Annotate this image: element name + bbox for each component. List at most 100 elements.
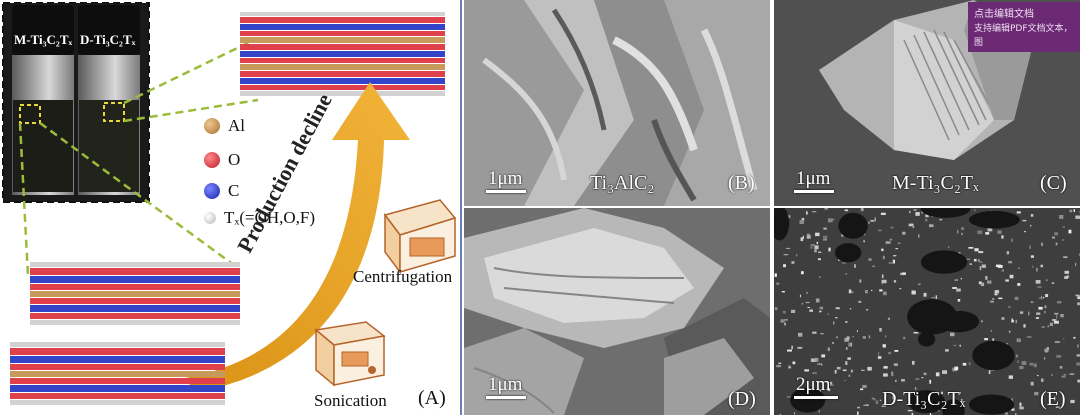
sem-speckle xyxy=(788,365,790,366)
sem-speckle xyxy=(878,356,882,359)
sem-speckle xyxy=(1028,312,1030,316)
sem-speckle xyxy=(784,323,786,326)
sem-speckle xyxy=(812,332,816,334)
sem-speckle xyxy=(995,290,1000,293)
sem-speckle xyxy=(845,321,847,323)
sem-speckle xyxy=(974,248,978,251)
sem-speckle xyxy=(846,273,848,274)
sem-speckle xyxy=(1011,320,1013,323)
caption-c: M-Ti₃C₂Tₓ xyxy=(892,172,979,195)
sem-speckle xyxy=(1063,227,1065,228)
sem-speckle xyxy=(961,233,963,235)
sem-speckle xyxy=(989,370,991,374)
mxene-layers-top xyxy=(240,12,445,96)
sem-speckle xyxy=(1007,251,1009,254)
sem-speckle xyxy=(876,400,879,404)
sem-speckle xyxy=(882,274,884,278)
sem-speckle xyxy=(821,364,823,366)
sem-speckle xyxy=(1037,375,1038,376)
sem-speckle xyxy=(969,362,971,365)
sem-dark-void xyxy=(969,395,1014,415)
sem-speckle xyxy=(895,380,897,382)
sem-speckle xyxy=(1054,232,1058,235)
sem-speckle xyxy=(878,230,882,232)
sem-speckle xyxy=(878,352,879,356)
sem-speckle xyxy=(775,307,778,310)
sem-speckle xyxy=(885,335,886,337)
sem-speckle xyxy=(1042,327,1045,328)
sem-speckle xyxy=(869,335,870,338)
sem-speckle xyxy=(1027,336,1032,337)
sem-speckle xyxy=(1036,313,1040,315)
sem-speckle xyxy=(974,210,975,212)
sem-speckle xyxy=(862,385,866,388)
sem-speckle xyxy=(1037,286,1041,287)
sem-speckle xyxy=(1073,337,1075,339)
sem-speckle xyxy=(992,298,994,299)
sem-speckle xyxy=(1064,276,1068,279)
centrifugation-label: Centrifugation xyxy=(353,267,452,287)
sem-speckle xyxy=(812,211,816,212)
sem-speckle xyxy=(1031,301,1034,303)
sem-speckle xyxy=(850,308,851,309)
sem-speckle xyxy=(846,347,848,350)
sem-speckle xyxy=(835,317,837,318)
sem-speckle xyxy=(806,292,808,294)
sem-speckle xyxy=(942,370,947,374)
sem-speckle xyxy=(1020,403,1022,407)
sem-speckle xyxy=(865,290,868,293)
sem-speckle xyxy=(1041,379,1044,382)
sem-speckle xyxy=(953,345,956,346)
panel-d-letter: (D) xyxy=(728,388,756,411)
sem-speckle xyxy=(829,248,831,252)
mxene-layers-bottom xyxy=(10,262,240,405)
sem-speckle xyxy=(977,231,982,235)
sem-speckle xyxy=(1036,317,1039,319)
sem-speckle xyxy=(785,319,788,320)
sem-speckle xyxy=(998,298,1002,300)
sem-speckle xyxy=(982,265,986,268)
sem-speckle xyxy=(945,349,949,351)
vial-right-liquid xyxy=(79,100,139,192)
sem-speckle xyxy=(1036,268,1037,272)
sem-speckle xyxy=(786,248,790,249)
sem-speckle xyxy=(803,236,804,239)
sem-speckle xyxy=(868,222,869,224)
sem-speckle xyxy=(1031,255,1034,257)
sem-speckle xyxy=(1054,313,1058,315)
sem-speckle xyxy=(857,330,858,332)
sem-speckle xyxy=(929,380,931,384)
sem-speckle xyxy=(1061,376,1065,378)
sem-speckle xyxy=(1041,265,1044,268)
sem-speckle xyxy=(970,264,972,265)
sem-speckle xyxy=(814,245,818,249)
sem-speckle xyxy=(820,333,823,334)
sem-speckle xyxy=(851,370,853,373)
sem-speckle xyxy=(1023,324,1025,327)
sem-speckle xyxy=(1030,225,1031,227)
sem-speckle xyxy=(948,246,949,248)
panel-e-letter: (E) xyxy=(1040,388,1066,411)
sem-speckle xyxy=(778,363,781,364)
sem-speckle xyxy=(849,375,851,377)
sem-speckle xyxy=(902,232,905,235)
sem-speckle xyxy=(884,366,888,369)
sem-speckle xyxy=(775,273,777,277)
sem-speckle xyxy=(1052,319,1056,321)
sem-speckle xyxy=(1019,407,1024,410)
sem-speckle xyxy=(915,212,919,216)
sem-speckle xyxy=(782,291,785,292)
sem-speckle xyxy=(886,241,891,244)
sem-speckle xyxy=(791,346,793,350)
sem-speckle xyxy=(1057,301,1062,303)
sem-dark-void xyxy=(921,250,967,273)
sem-speckle xyxy=(881,213,886,215)
sem-speckle xyxy=(996,265,1001,267)
sem-speckle xyxy=(807,234,810,237)
sem-speckle xyxy=(890,227,893,229)
sem-speckle xyxy=(1046,279,1048,281)
sem-speckle xyxy=(857,412,859,416)
sem-speckle xyxy=(954,367,958,371)
sem-speckle xyxy=(872,266,875,267)
sem-speckle xyxy=(990,301,994,303)
